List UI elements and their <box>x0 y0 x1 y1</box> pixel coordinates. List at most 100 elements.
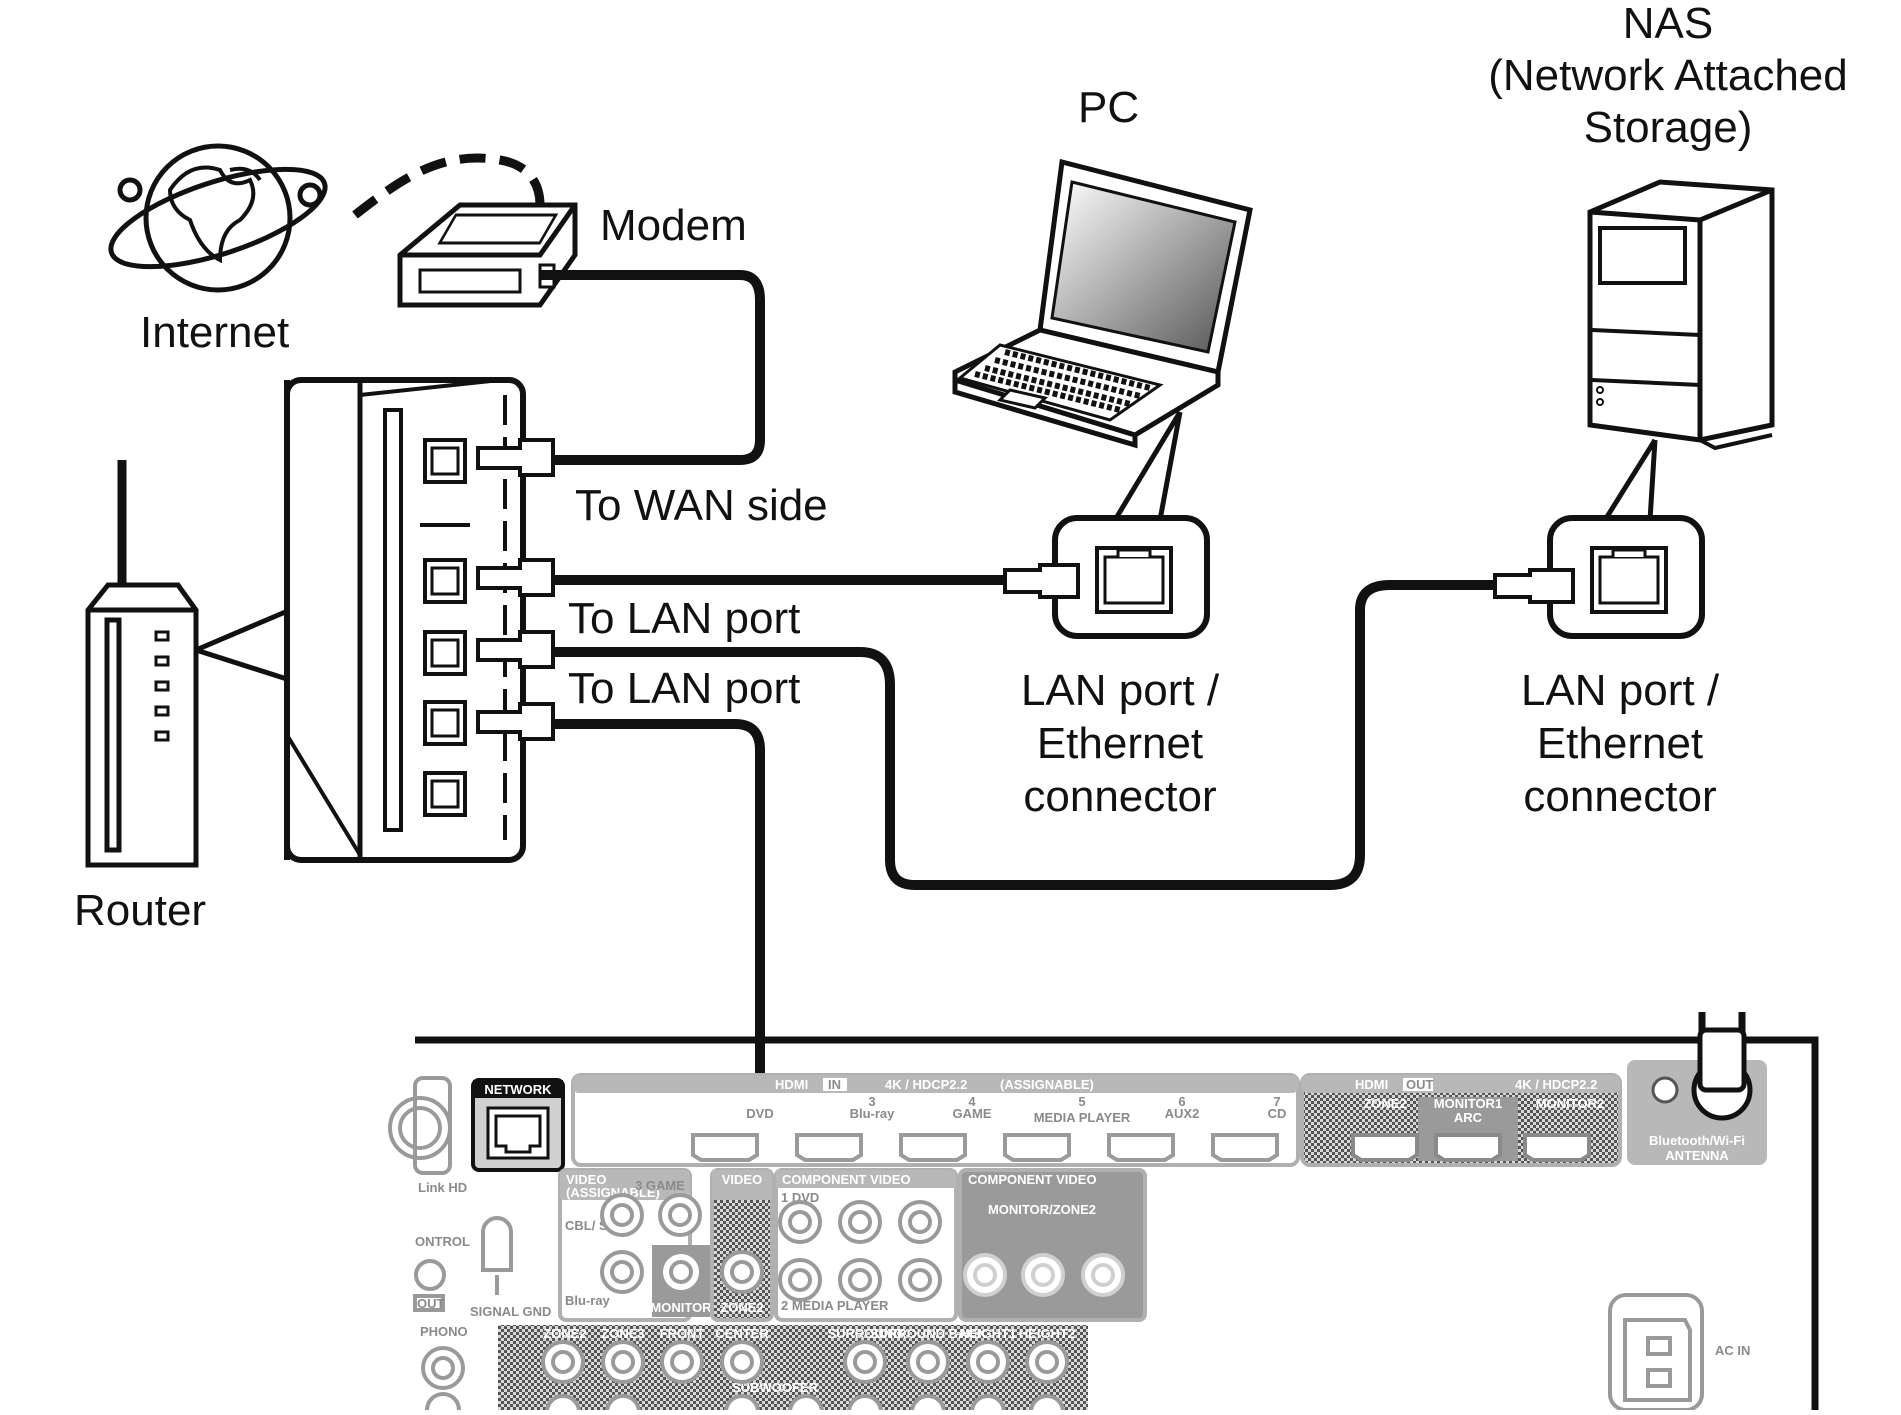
ac-inlet <box>1608 1293 1704 1412</box>
pc-lan-port <box>1052 515 1210 639</box>
nas-lan-label-3: connector <box>1523 772 1716 821</box>
pc-lan-label-1: LAN port / <box>1021 666 1220 715</box>
link-hd-label: Link HD <box>418 1180 467 1195</box>
component-out-block <box>958 1168 1147 1322</box>
surround-label: SURROUND <box>827 1326 902 1341</box>
video-in-label: VIDEO <box>566 1172 606 1187</box>
component-dvd-label: 1 DVD <box>781 1190 819 1205</box>
to-lan-port-label-2: To LAN port <box>568 664 800 713</box>
rca-component-out <box>963 1253 1125 1297</box>
pc-lan-label-3: connector <box>1023 772 1216 821</box>
nas-label-3: Storage) <box>1584 103 1753 152</box>
hdmi-out-spec: 4K / HDCP2.2 <box>1515 1077 1597 1092</box>
zone2-preout-label: ZONE2 <box>543 1326 586 1341</box>
internet-globe-icon <box>108 143 328 293</box>
hdmi-out-header <box>1302 1075 1620 1093</box>
hdmi-in-connectors <box>691 1133 1279 1162</box>
height1-label: HEIGHT1 <box>960 1326 1016 1341</box>
router-ports <box>423 438 467 817</box>
pc-label: PC <box>1078 83 1139 132</box>
control-port <box>413 1259 446 1312</box>
hdmi-in-tag: IN <box>828 1077 841 1092</box>
video-in-assignable: (ASSIGNABLE) <box>566 1185 660 1200</box>
hdmi-in-4-num: 4 <box>968 1094 976 1109</box>
nas-label-2: (Network Attached <box>1488 51 1848 100</box>
center-label: CENTER <box>715 1326 769 1341</box>
hdmi-in-7-num: 7 <box>1273 1094 1280 1109</box>
bluray2-label: Blu-ray <box>565 1293 611 1308</box>
router-wan-port <box>423 438 467 484</box>
router-lan-port-4 <box>423 771 467 817</box>
preout-labels: ZONE2 ZONE3 FRONT CENTER SURROUND SURROU… <box>543 1326 1075 1395</box>
bt-antenna-label-2: ANTENNA <box>1665 1148 1729 1163</box>
nas-icon <box>1587 179 1775 451</box>
router-plugs <box>476 438 555 741</box>
hdmi-in-6-name: AUX2 <box>1165 1106 1200 1121</box>
bt-antenna-label-1: Bluetooth/Wi-Fi <box>1649 1133 1745 1148</box>
receiver-rear-panel: Link HD NETWORK HDMI IN 4K / HDCP2.2 (AS… <box>388 1012 1819 1415</box>
monitor-zone2-label: MONITOR/ZONE2 <box>988 1202 1096 1217</box>
hdmi-out-connectors <box>1351 1133 1591 1162</box>
hdmi-input-labels: DVD 3 Blu-ray 4 GAME 5 MEDIA PLAYER 6 AU… <box>746 1094 1286 1125</box>
component-in-label: COMPONENT VIDEO <box>782 1172 911 1187</box>
hdmi-in-label: HDMI <box>775 1077 808 1092</box>
to-lan-port-label-1: To LAN port <box>568 594 800 643</box>
router-lan-port-1 <box>423 558 467 604</box>
router-lan-port-2 <box>423 630 467 676</box>
hdmi-in-assignable: (ASSIGNABLE) <box>1000 1077 1094 1092</box>
laptop-icon <box>952 158 1253 449</box>
ac-in-label: AC IN <box>1715 1343 1750 1358</box>
nas-plug <box>1493 568 1575 604</box>
wan-cable <box>540 270 765 465</box>
hdmi-in-2-name: DVD <box>746 1106 773 1121</box>
zone2-video-label: ZONE2 <box>720 1300 763 1315</box>
nas-lan-label-1: LAN port / <box>1521 666 1720 715</box>
pc-lan-label-2: Ethernet <box>1037 719 1203 768</box>
internet-modem-link <box>352 153 545 219</box>
rca-video <box>600 1193 764 1294</box>
modem-icon <box>397 202 578 308</box>
height2-label: HEIGHT2 <box>1019 1326 1075 1341</box>
network-label: NETWORK <box>484 1082 552 1097</box>
hdmi-in-3-name: Blu-ray <box>850 1106 896 1121</box>
rca-component-in <box>778 1200 942 1302</box>
subwoofer-label: SUBWOOFER <box>732 1380 819 1395</box>
arc-label: ARC <box>1454 1110 1483 1125</box>
nas-cable <box>553 580 1495 890</box>
speaker-port-left <box>388 1076 452 1175</box>
signal-gnd-label: SIGNAL GND <box>470 1304 551 1319</box>
hdmi-in-5-name: MEDIA PLAYER <box>1034 1110 1131 1125</box>
nas-lan-label-2: Ethernet <box>1537 719 1703 768</box>
pc-plug <box>1003 563 1080 599</box>
zone2-hdmi-label: ZONE2 <box>1363 1096 1406 1111</box>
hdmi-in-spec: 4K / HDCP2.2 <box>885 1077 967 1092</box>
monitor1-label: MONITOR1 <box>1434 1096 1502 1111</box>
hdmi-in-5-num: 5 <box>1078 1094 1085 1109</box>
nas-label-1: NAS <box>1623 0 1713 48</box>
hdmi-in-6-num: 6 <box>1178 1094 1185 1109</box>
out-label: OUT <box>417 1296 445 1311</box>
control-label: ONTROL <box>415 1234 470 1249</box>
monitor-label: MONITOR <box>650 1300 712 1315</box>
hdmi-in-header <box>573 1075 1298 1093</box>
hdmi-out-label: HDMI <box>1355 1077 1388 1092</box>
pc-callout <box>1112 410 1183 522</box>
zone3-label: ZONE3 <box>601 1326 644 1341</box>
signal-gnd-terminal <box>481 1216 513 1295</box>
hdmi-in-4-name: GAME <box>953 1106 992 1121</box>
phono-label: PHONO <box>420 1324 468 1339</box>
hdmi-in-7-name: CD <box>1268 1106 1287 1121</box>
modem-label: Modem <box>600 201 747 250</box>
bluetooth-antenna: Bluetooth/Wi-Fi ANTENNA <box>1627 1027 1767 1165</box>
nas-callout <box>1602 438 1658 522</box>
front-label: FRONT <box>660 1326 705 1341</box>
hdmi-out-tag: OUT <box>1406 1077 1434 1092</box>
router-label: Router <box>74 886 206 935</box>
receiver-network-port: NETWORK <box>471 1078 565 1172</box>
to-wan-side-label: To WAN side <box>575 481 828 530</box>
router-lan-port-3 <box>423 700 467 746</box>
component-out-label: COMPONENT VIDEO <box>968 1172 1097 1187</box>
hdmi-in-3-num: 3 <box>868 1094 875 1109</box>
